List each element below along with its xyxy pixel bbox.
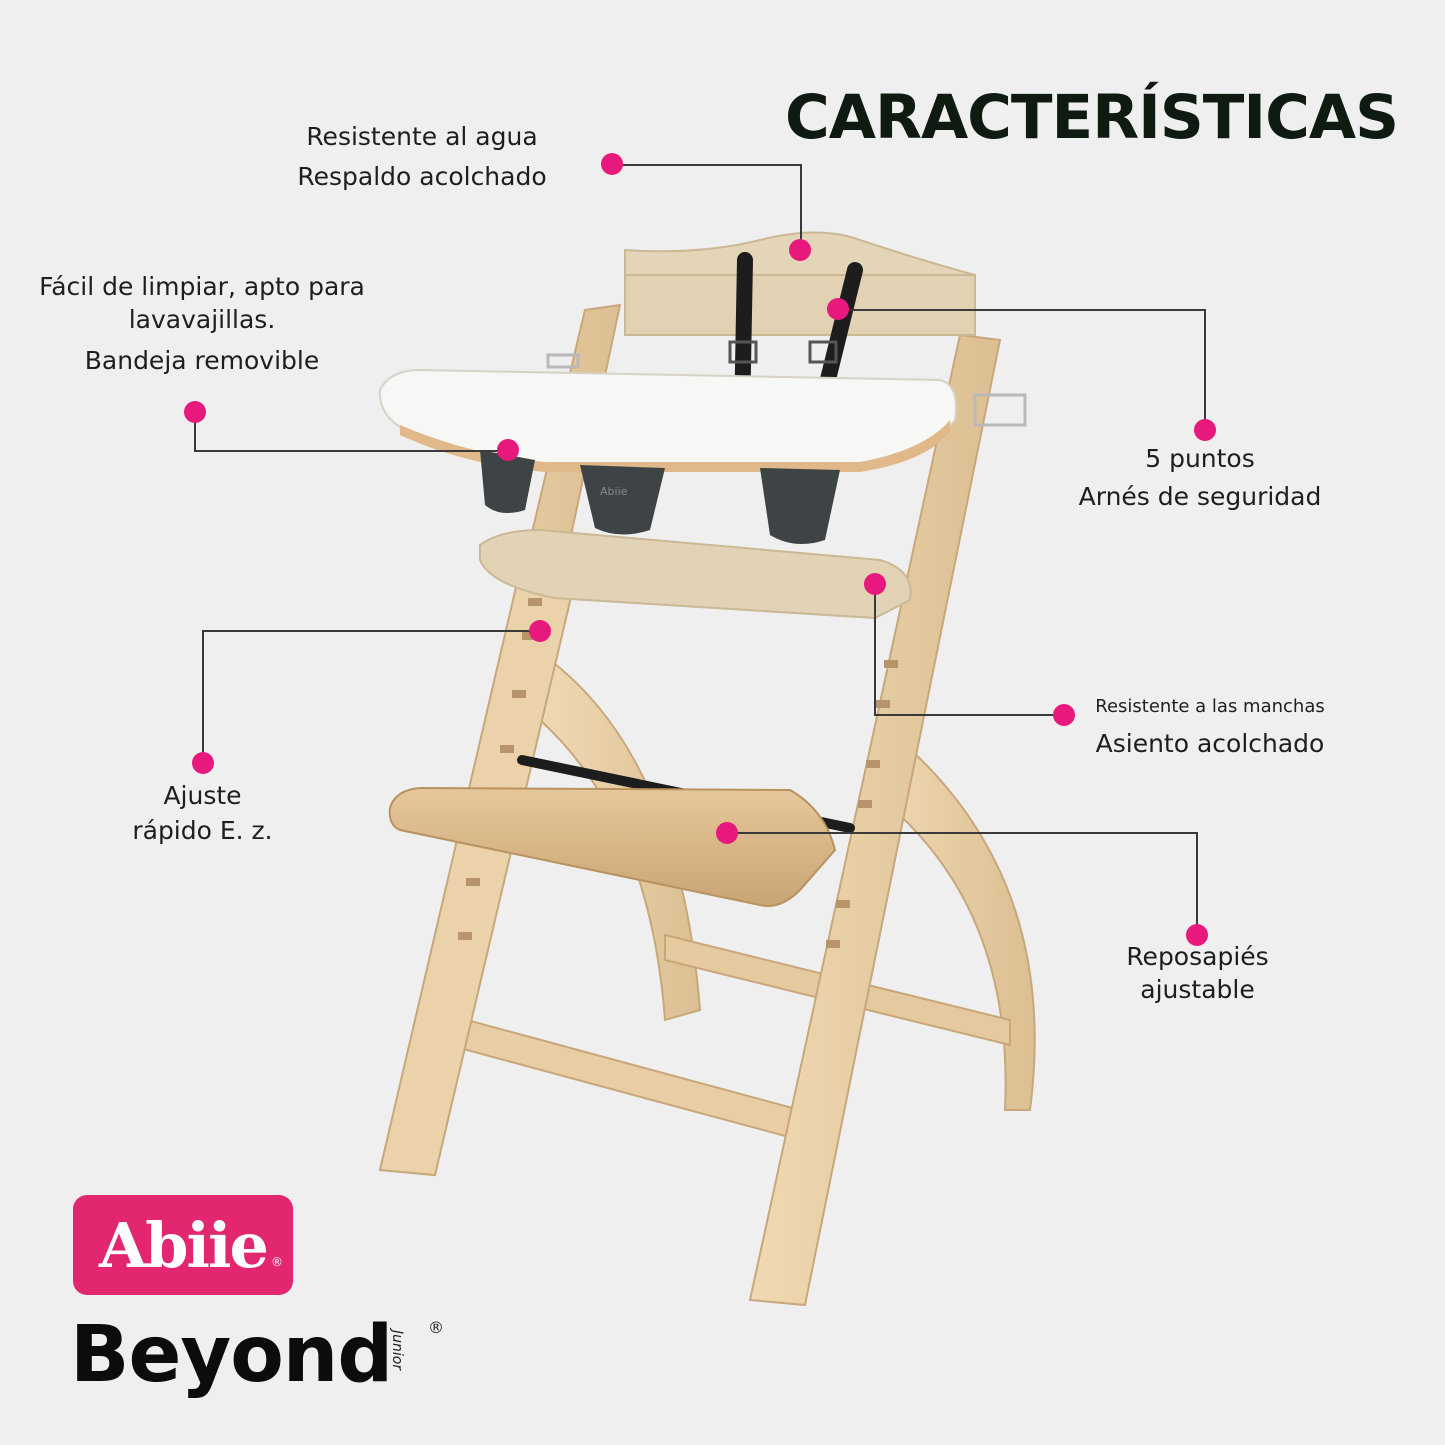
- feature-line: Asiento acolchado: [1095, 729, 1325, 758]
- callout-line: [838, 309, 1206, 311]
- callout-line: [194, 412, 196, 452]
- callout-dot: [192, 752, 214, 774]
- callout-dot: [1186, 924, 1208, 946]
- tray-leg-left: [480, 450, 535, 514]
- feature-line: Reposapiés: [1126, 942, 1269, 971]
- feature-footrest: Reposapiés ajustable: [1080, 940, 1315, 1006]
- tray-clip-right: [973, 393, 1027, 427]
- callout-dot: [716, 822, 738, 844]
- harness-buckle-right: [808, 340, 838, 364]
- callout-line: [202, 630, 540, 632]
- callout-dot: [1053, 704, 1075, 726]
- callout-line: [202, 630, 204, 762]
- feature-line: Resistente al agua: [306, 122, 538, 151]
- feature-seat: Resistente a las manchas Asiento acolcha…: [1060, 692, 1360, 764]
- tray-leg-right: [760, 468, 840, 544]
- feature-line: ajustable: [1140, 975, 1255, 1004]
- callout-line: [612, 164, 802, 166]
- feature-line: Bandeja removible: [84, 346, 320, 375]
- feature-line: lavavajillas.: [128, 305, 276, 334]
- callout-dot: [864, 573, 886, 595]
- feature-line: Fácil de limpiar, apto para: [39, 272, 365, 301]
- feature-line: Resistente a las manchas: [1095, 696, 1325, 717]
- adjustment-notches: [458, 598, 898, 948]
- right-upright: [748, 333, 1002, 1307]
- backrest-panel: [624, 274, 976, 336]
- callout-dot: [184, 401, 206, 423]
- callout-dot: [497, 439, 519, 461]
- brand-logo-text: Abiie: [98, 1208, 269, 1282]
- callout-line: [726, 832, 1198, 834]
- product-subname: Junior: [389, 1330, 405, 1371]
- callout-line: [1196, 832, 1198, 934]
- callout-line: [194, 450, 508, 452]
- tray-clip-left: [546, 353, 580, 369]
- brand-logo-reg: ®: [271, 1255, 283, 1269]
- feature-tray: Fácil de limpiar, apto para lavavajillas…: [12, 270, 392, 377]
- feature-line: Ajuste: [163, 781, 242, 810]
- feature-harness: 5 puntos Arnés de seguridad: [1040, 440, 1360, 516]
- feature-adjust: Ajuste rápido E. z.: [90, 778, 315, 848]
- feature-line: Arnés de seguridad: [1078, 482, 1322, 511]
- seat-cushion: [479, 528, 912, 620]
- footrest-plank: [388, 786, 837, 907]
- callout-dot: [827, 298, 849, 320]
- callout-line: [1204, 309, 1206, 430]
- feature-line: Respaldo acolchado: [297, 162, 547, 191]
- page-title: CARACTERÍSTICAS: [785, 82, 1399, 153]
- callout-dot: [601, 153, 623, 175]
- harness-buckle-left: [728, 340, 758, 364]
- product-reg: ®: [428, 1318, 444, 1337]
- product-name: Beyond: [70, 1310, 393, 1400]
- left-upright-lower: [378, 568, 577, 1177]
- brand-logo: Abiie ®: [73, 1195, 293, 1295]
- callout-line: [874, 714, 1064, 716]
- callout-line: [800, 164, 802, 250]
- feature-backrest: Resistente al agua Respaldo acolchado: [262, 117, 582, 197]
- callout-dot: [1194, 419, 1216, 441]
- callout-dot: [789, 239, 811, 261]
- front-crossbar: [429, 1008, 801, 1142]
- tray-leg-center: [580, 465, 665, 535]
- tray-logo: Abiie: [600, 485, 628, 498]
- callout-line: [874, 584, 876, 716]
- callout-dot: [529, 620, 551, 642]
- feature-line: 5 puntos: [1145, 444, 1255, 473]
- feature-line: rápido E. z.: [132, 816, 273, 845]
